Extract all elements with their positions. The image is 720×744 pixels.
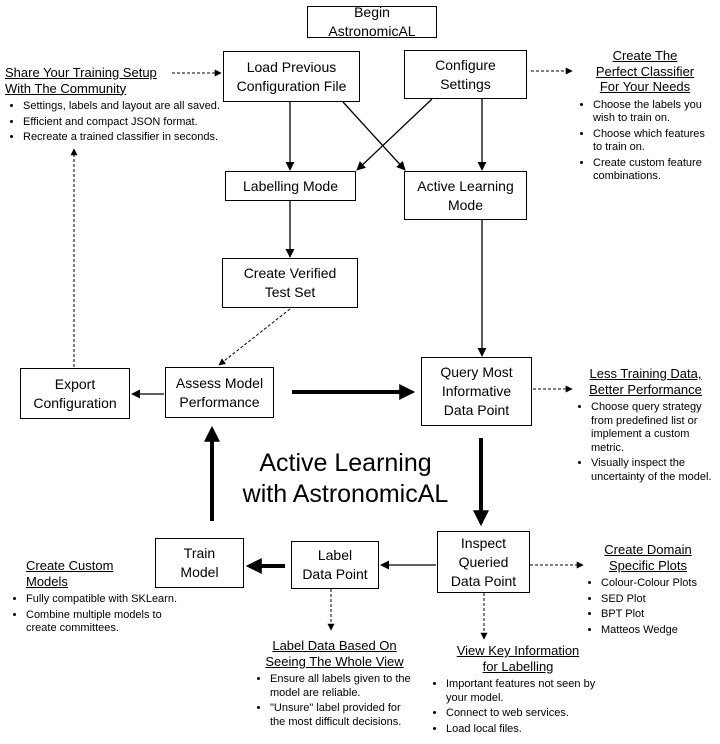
arrow-configure-to-labelling [356,98,433,171]
custom-models-note: Create Custom Models Fully compatible wi… [8,558,203,638]
list-item: "Unsure" label provided for the most dif… [270,702,417,729]
note-title: Create The Perfect Classifier For Your N… [595,48,695,94]
list-item: Colour-Colour Plots [601,577,713,591]
share-setup-note: Share Your Training Setup With The Commu… [5,65,230,147]
list-item: Load local files. [446,723,608,737]
note-title: View Key Information for Labelling [456,643,580,674]
list-item: Choose the labels you wish to train on. [593,99,715,126]
list-item: Settings, labels and layout are all save… [23,100,230,114]
key-information-note: View Key Information for Labelling Impor… [428,643,608,738]
note-title: Create Custom Models [26,558,114,589]
note-title: Label Data Based On Seeing The Whole Vie… [265,638,404,669]
note-title: Create Domain Specific Plots [604,542,692,573]
domain-plots-note: Create Domain Specific Plots Colour-Colo… [583,542,713,639]
labelling-mode-box: Labelling Mode [225,171,356,201]
list-item: Important features not seen by your mode… [446,678,608,705]
list-item: Matteos Wedge [601,624,713,638]
list-item: Fully compatible with SKLearn. [26,593,203,607]
inspect-data-point-box: Inspect Queried Data Point [437,531,530,593]
list-item: Combine multiple models to create commit… [26,609,203,636]
less-training-data-note: Less Training Data, Better Performance C… [573,366,718,486]
load-configuration-box: Load Previous Configuration File [223,51,360,102]
note-title: Less Training Data, Better Performance [589,366,702,397]
list-item: Ensure all labels given to the model are… [270,673,417,700]
verified-test-set-box: Create Verified Test Set [222,258,358,308]
query-data-point-box: Query Most Informative Data Point [421,357,532,426]
list-item: Choose which features to train on. [593,128,715,155]
export-configuration-box: Export Configuration [20,368,130,419]
list-item: Recreate a trained classifier in seconds… [23,131,230,145]
configure-settings-box: Configure Settings [404,50,527,99]
active-learning-mode-box: Active Learning Mode [404,171,527,220]
list-item: Create custom feature combinations. [593,157,715,184]
list-item: Choose query strategy from predefined li… [591,401,718,455]
list-item: SED Plot [601,593,713,607]
dashed-testset-to-assess [218,308,291,366]
list-item: Efficient and compact JSON format. [23,116,230,130]
diagram-title: Active Learning with AstronomicAL [242,449,449,508]
list-item: BPT Plot [601,608,713,622]
assess-model-box: Assess Model Performance [165,367,274,418]
arrow-load-to-active [342,101,406,171]
begin-astronomical-box: Begin AstronomicAL [307,4,437,39]
list-item: Connect to web services. [446,707,608,721]
label-data-point-box: Label Data Point [291,541,379,589]
label-whole-view-note: Label Data Based On Seeing The Whole Vie… [252,638,417,731]
perfect-classifier-note: Create The Perfect Classifier For Your N… [575,48,715,186]
note-title: Share Your Training Setup With The Commu… [5,65,157,96]
train-model-box: Train Model [155,538,244,588]
list-item: Visually inspect the uncertainty of the … [591,457,718,484]
